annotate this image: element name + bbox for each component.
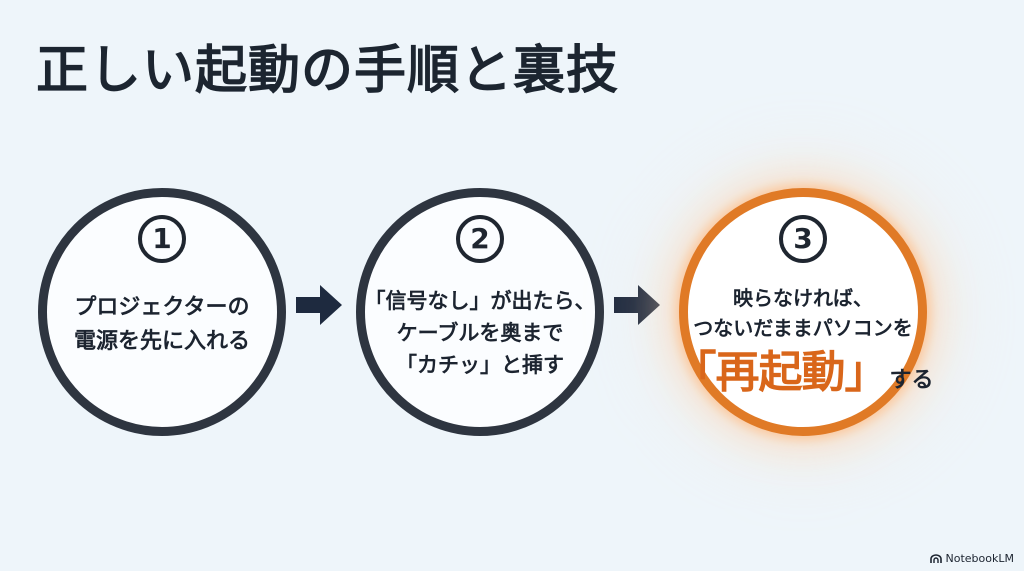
step-1-number: 1 bbox=[138, 215, 186, 263]
restart-emphasis: 「再起動」 bbox=[672, 347, 889, 398]
step-2-line-2: ケーブルを奥まで bbox=[396, 321, 564, 345]
step-1-circle: 1 プロジェクターの 電源を先に入れる bbox=[38, 188, 286, 436]
step-1-line-2: 電源を先に入れる bbox=[73, 329, 250, 354]
right-arrow-icon bbox=[614, 285, 660, 325]
page-title: 正しい起動の手順と裏技 bbox=[36, 41, 620, 101]
step-2-number: 2 bbox=[456, 215, 504, 263]
step-2-line-1: 「信号なし」が出たら、 bbox=[364, 289, 596, 313]
right-arrow-icon bbox=[296, 285, 342, 325]
notebooklm-logo-icon bbox=[929, 553, 942, 563]
step-3-text: 映らなければ、 つないだままパソコンを 「再起動」 する bbox=[673, 283, 934, 399]
restart-suffix: する bbox=[889, 368, 934, 393]
step-3-circle-highlighted: 3 映らなければ、 つないだままパソコンを 「再起動」 する bbox=[673, 188, 934, 436]
branding-label: NotebookLM bbox=[945, 552, 1014, 565]
step-2-line-3: 「カチッ」と挿す bbox=[396, 353, 564, 377]
step-2-text: 「信号なし」が出たら、 ケーブルを奥まで 「カチッ」と挿す bbox=[365, 285, 596, 381]
step-3-number: 3 bbox=[779, 215, 827, 263]
step-3-emphasis-row: 「再起動」 する bbox=[673, 347, 934, 399]
branding-footer: NotebookLM bbox=[929, 552, 1014, 565]
step-2-circle: 2 「信号なし」が出たら、 ケーブルを奥まで 「カチッ」と挿す bbox=[356, 188, 604, 436]
step-1-line-1: プロジェクターの bbox=[74, 295, 250, 320]
step-1-text: プロジェクターの 電源を先に入れる bbox=[74, 291, 250, 359]
step-3-line-1: 映らなければ、 bbox=[733, 286, 873, 310]
step-3-line-2: つないだままパソコンを bbox=[693, 316, 913, 340]
